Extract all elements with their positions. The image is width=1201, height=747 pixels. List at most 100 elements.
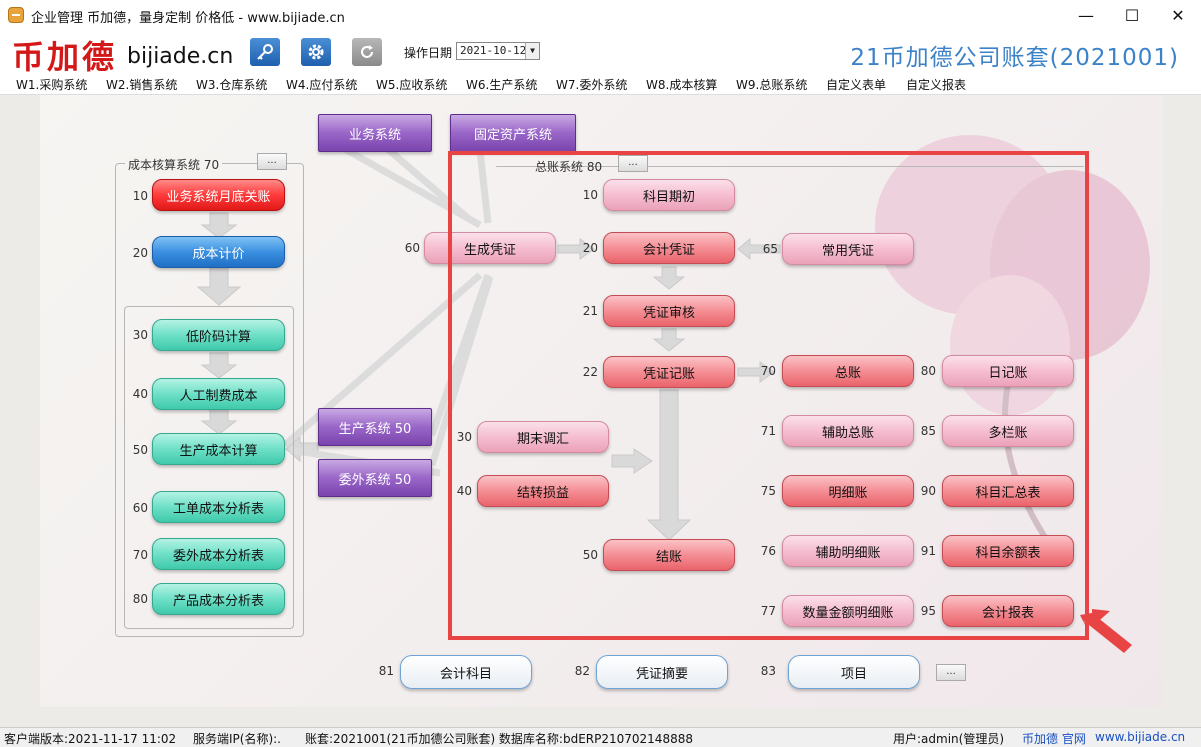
chevron-down-icon[interactable]: ▼ <box>525 43 539 59</box>
window-title: 企业管理 币加德，量身定制 价格低 - www.bijiade.cn <box>31 11 345 26</box>
accounting-voucher-node[interactable]: 会计凭证 <box>603 232 735 264</box>
logo-domain: bijiade.cn <box>127 44 234 69</box>
qty-amount-detail-node[interactable]: 数量金额明细账 <box>782 595 914 627</box>
gl-item-num: 20 <box>582 241 598 255</box>
cost-more-button[interactable]: ... <box>257 153 287 170</box>
cost-pricing-node[interactable]: 成本计价 <box>152 236 285 268</box>
generate-voucher-node[interactable]: 生成凭证 <box>424 232 556 264</box>
cost-item-num: 50 <box>132 443 148 457</box>
multi-column-ledger-node[interactable]: 多栏账 <box>942 415 1074 447</box>
op-date-picker[interactable]: 2021-10-12 ▼ <box>456 42 540 60</box>
subject-balance-node[interactable]: 科目余额表 <box>942 535 1074 567</box>
outsourcing-cost-report-node[interactable]: 委外成本分析表 <box>152 538 285 570</box>
header-toolbar: 币加德 bijiade.cn 操作日期 2021-10-12 ▼ 21币加德公司… <box>0 30 1201 76</box>
op-date-value: 2021-10-12 <box>460 44 527 57</box>
subject-opening-node[interactable]: 科目期初 <box>603 179 735 211</box>
op-date-label: 操作日期 <box>404 46 453 60</box>
cost-item-num: 60 <box>132 501 148 515</box>
low-level-code-node[interactable]: 低阶码计算 <box>152 319 285 351</box>
month-end-close-node[interactable]: 业务系统月底关账 <box>152 179 285 211</box>
project-node[interactable]: 项目 <box>788 655 920 689</box>
production-system-node[interactable]: 生产系统 50 <box>318 408 432 446</box>
menu-payable[interactable]: W4.应付系统 <box>286 78 358 92</box>
highlight-frame <box>448 151 1089 640</box>
client-version: 客户端版本:2021-11-17 11:02 <box>4 732 177 746</box>
accounting-report-node[interactable]: 会计报表 <box>942 595 1074 627</box>
period-exchange-adjust-node[interactable]: 期末调汇 <box>477 421 609 453</box>
menu-production[interactable]: W6.生产系统 <box>466 78 538 92</box>
key-icon[interactable] <box>250 38 280 66</box>
gl-item-num: 30 <box>456 430 472 444</box>
bottom-item-num: 82 <box>574 664 590 678</box>
menu-outsourcing[interactable]: W7.委外系统 <box>556 78 628 92</box>
period-close-node[interactable]: 结账 <box>603 539 735 571</box>
cost-item-num: 80 <box>132 592 148 606</box>
status-bar: 客户端版本:2021-11-17 11:02 服务端IP(名称):. 账套:20… <box>0 727 1201 747</box>
gl-item-num: 71 <box>760 424 776 438</box>
voucher-posting-node[interactable]: 凭证记账 <box>603 356 735 388</box>
gl-more-button[interactable]: ... <box>618 155 648 172</box>
cost-item-num: 20 <box>132 246 148 260</box>
server-ip: 服务端IP(名称):. <box>193 732 281 746</box>
cost-item-num: 40 <box>132 387 148 401</box>
menu-sales[interactable]: W2.销售系统 <box>106 78 178 92</box>
gl-group-label: 总账系统 80 <box>535 160 603 174</box>
close-button[interactable]: ✕ <box>1171 5 1185 25</box>
fixed-assets-node[interactable]: 固定资产系统 <box>450 114 576 152</box>
cost-item-num: 10 <box>132 189 148 203</box>
menu-purchase[interactable]: W1.采购系统 <box>16 78 88 92</box>
journal-node[interactable]: 日记账 <box>942 355 1074 387</box>
gl-item-num: 80 <box>920 364 936 378</box>
minimize-button[interactable]: — <box>1078 5 1094 25</box>
gen-voucher-num: 60 <box>404 241 420 255</box>
gl-item-num: 77 <box>760 604 776 618</box>
gl-group-line <box>496 166 1084 167</box>
voucher-summary-node[interactable]: 凭证摘要 <box>596 655 728 689</box>
cost-item-num: 30 <box>132 328 148 342</box>
maximize-button[interactable]: ☐ <box>1124 5 1140 25</box>
menu-custom-report[interactable]: 自定义报表 <box>906 78 967 92</box>
detail-ledger-node[interactable]: 明细账 <box>782 475 914 507</box>
chart-of-accounts-node[interactable]: 会计科目 <box>400 655 532 689</box>
general-ledger-node[interactable]: 总账 <box>782 355 914 387</box>
gl-item-num: 76 <box>760 544 776 558</box>
aux-general-ledger-node[interactable]: 辅助总账 <box>782 415 914 447</box>
gl-item-num: 22 <box>582 365 598 379</box>
business-system-node[interactable]: 业务系统 <box>318 114 432 152</box>
bottom-more-button[interactable]: ... <box>936 664 966 681</box>
subject-summary-node[interactable]: 科目汇总表 <box>942 475 1074 507</box>
gl-item-num: 21 <box>582 304 598 318</box>
menu-receivable[interactable]: W5.应收系统 <box>376 78 448 92</box>
voucher-audit-node[interactable]: 凭证审核 <box>603 295 735 327</box>
gl-item-num: 65 <box>762 242 778 256</box>
product-cost-report-node[interactable]: 产品成本分析表 <box>152 583 285 615</box>
logo-chinese: 币加德 <box>12 38 118 76</box>
bottom-item-num: 81 <box>378 664 394 678</box>
menu-cost-accounting[interactable]: W8.成本核算 <box>646 78 718 92</box>
common-voucher-node[interactable]: 常用凭证 <box>782 233 914 265</box>
app-icon <box>8 7 24 23</box>
gl-item-num: 40 <box>456 484 472 498</box>
main-canvas: 业务系统 固定资产系统 成本核算系统 70 ... 10 业务系统月底关账 20… <box>0 95 1201 727</box>
outsourcing-system-node[interactable]: 委外系统 50 <box>318 459 432 497</box>
gl-item-num: 95 <box>920 604 936 618</box>
menu-custom-form[interactable]: 自定义表单 <box>826 78 887 92</box>
cost-group-label: 成本核算系统 70 <box>125 156 223 173</box>
site-url-link[interactable]: www.bijiade.cn <box>1095 730 1186 744</box>
production-cost-node[interactable]: 生产成本计算 <box>152 433 285 465</box>
gl-item-num: 50 <box>582 548 598 562</box>
menu-bar: W1.采购系统 W2.销售系统 W3.仓库系统 W4.应付系统 W5.应收系统 … <box>0 72 1201 95</box>
refresh-icon[interactable] <box>352 38 382 66</box>
gear-icon[interactable] <box>301 38 331 66</box>
site-label-link[interactable]: 币加德 官网 <box>1022 732 1086 746</box>
labor-overhead-node[interactable]: 人工制费成本 <box>152 378 285 410</box>
current-user: 用户:admin(管理员) <box>893 732 1005 746</box>
menu-warehouse[interactable]: W3.仓库系统 <box>196 78 268 92</box>
aux-detail-ledger-node[interactable]: 辅助明细账 <box>782 535 914 567</box>
menu-general-ledger[interactable]: W9.总账系统 <box>736 78 808 92</box>
gl-item-num: 91 <box>920 544 936 558</box>
work-order-cost-report-node[interactable]: 工单成本分析表 <box>152 491 285 523</box>
cost-item-num: 70 <box>132 548 148 562</box>
company-title: 21币加德公司账套(2021001) <box>850 45 1179 71</box>
carry-over-pl-node[interactable]: 结转损益 <box>477 475 609 507</box>
